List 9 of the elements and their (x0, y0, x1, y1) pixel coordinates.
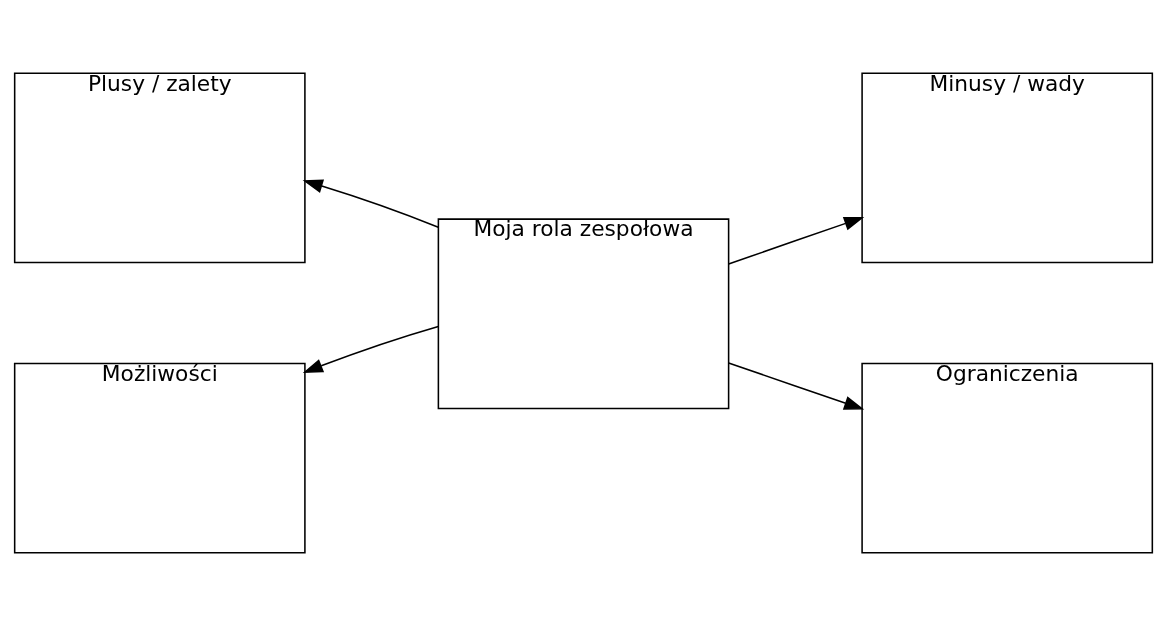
node-box: Moja rola zespołowa (437, 217, 730, 409)
arrow (302, 178, 440, 228)
arrow (302, 325, 440, 373)
arrow (727, 216, 865, 265)
arrow (727, 361, 865, 410)
node-box: Plusy / zalety (13, 71, 306, 263)
node-box: Minusy / wady (861, 71, 1154, 263)
node-box: Możliwości (13, 362, 306, 554)
node-box: Ograniczenia (861, 362, 1154, 554)
